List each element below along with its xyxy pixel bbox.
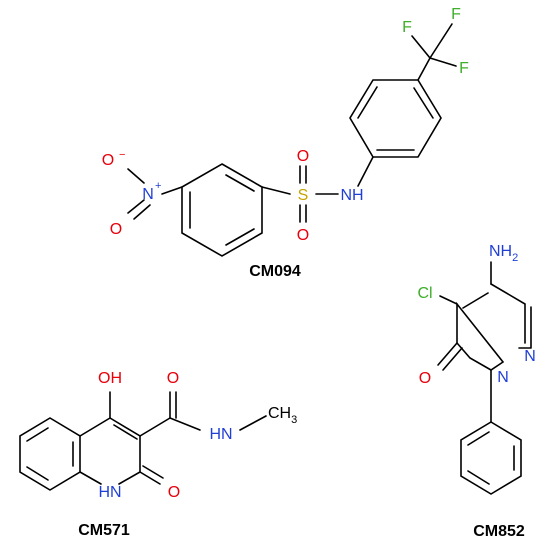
atom-o-minus: O (102, 152, 114, 169)
atom-ring-nh: HN (98, 484, 121, 501)
atom-o-ring: O (168, 484, 180, 501)
atom-f2: F (451, 6, 461, 23)
charge-minus: − (119, 149, 125, 161)
atom-amine: NH2 (489, 243, 518, 264)
atom-f3: F (459, 60, 469, 77)
molecule-cm571: OH O HN CH3 HN O CM571 (19, 370, 297, 539)
atom-methyl: CH3 (268, 405, 297, 426)
atom-ring-n1: N (524, 348, 536, 365)
amine-subscript: 2 (512, 252, 518, 264)
compound-label-cm571: CM571 (78, 522, 130, 539)
atom-o-nitro: O (110, 221, 122, 238)
atom-amide-nh: HN (209, 426, 232, 443)
methyl-subscript: 3 (291, 414, 297, 426)
charge-plus: + (155, 180, 161, 192)
atom-n-nitro: N (142, 186, 154, 203)
atom-f1: F (402, 19, 412, 36)
atom-ring-n2: N (497, 369, 509, 386)
atom-s: S (298, 187, 309, 204)
molecule-cm852: NH2 Cl N N O CM852 (417, 243, 535, 540)
compound-label-cm852: CM852 (473, 523, 525, 540)
atom-oh: OH (98, 370, 122, 387)
atom-o-sulfonyl-bottom: O (297, 227, 309, 244)
atom-o-ring: O (419, 370, 431, 387)
compound-label-cm094: CM094 (249, 263, 301, 280)
atom-o-sulfonyl-top: O (297, 148, 309, 165)
atom-nh: NH (340, 187, 363, 204)
molecule-cm094: O − N + O S O O NH F F F CM094 (102, 6, 469, 280)
methyl-ch: CH (268, 405, 291, 422)
amine-nh: NH (489, 243, 512, 260)
atom-cl: Cl (417, 285, 432, 302)
atom-o-amide: O (167, 370, 179, 387)
